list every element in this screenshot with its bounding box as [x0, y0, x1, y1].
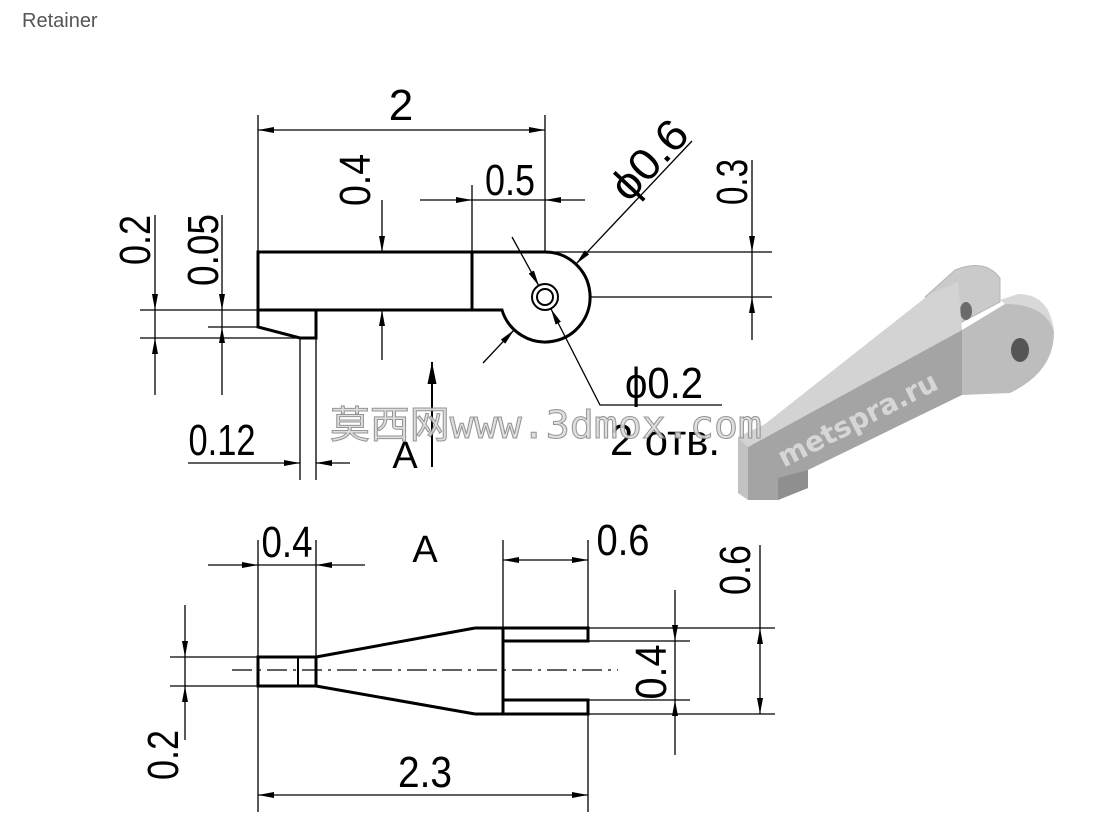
dim-step-width: 0.12 — [189, 416, 256, 465]
page-title: Retainer — [22, 10, 98, 32]
dim-slot-width: 0.4 — [627, 645, 676, 700]
dim-hole-height: 0.3 — [708, 159, 757, 205]
model-hole-near — [1011, 338, 1029, 362]
dim-hole-offset: 0.5 — [485, 156, 535, 205]
view-a-dimension-lines — [182, 545, 763, 798]
dim-fork-width: 0.6 — [711, 545, 760, 595]
dim-overall-length: 2 — [389, 81, 413, 130]
view-a-label: A — [412, 529, 438, 571]
model-hole-far — [960, 302, 972, 320]
dim-tip-length: 0.4 — [262, 518, 313, 567]
view-a: 0.4 A 0.6 0.6 0.4 0.2 2.3 — [139, 516, 775, 812]
dim-step-height: 0.05 — [179, 214, 228, 286]
dim-step-total-height: 0.2 — [111, 215, 160, 265]
dim-outer-diameter: ϕ0.6 — [600, 110, 699, 211]
dim-fork-length: 0.6 — [597, 516, 650, 565]
watermark: 莫西网www.3dmox.com — [330, 403, 762, 447]
dim-tip-width: 0.2 — [139, 730, 188, 780]
view-arrow-label: A — [392, 435, 418, 477]
view-a-extension-lines — [170, 540, 775, 812]
retainer-3d-model: metspra.ru — [738, 265, 1054, 500]
view-a-outline — [232, 626, 618, 716]
side-view-outline — [256, 250, 592, 344]
view-a-labels: 0.4 A 0.6 0.6 0.4 0.2 2.3 — [139, 516, 760, 797]
hole-inner — [536, 288, 554, 306]
side-view-dimension-lines — [152, 127, 755, 467]
dim-body-height: 0.4 — [331, 154, 380, 206]
dim-hole-diameter: ϕ0.2 — [625, 359, 703, 408]
hole-outer — [531, 283, 559, 311]
hole-count-note: 2 отв. — [610, 416, 720, 465]
dim-overall-length-a: 2.3 — [398, 748, 452, 797]
